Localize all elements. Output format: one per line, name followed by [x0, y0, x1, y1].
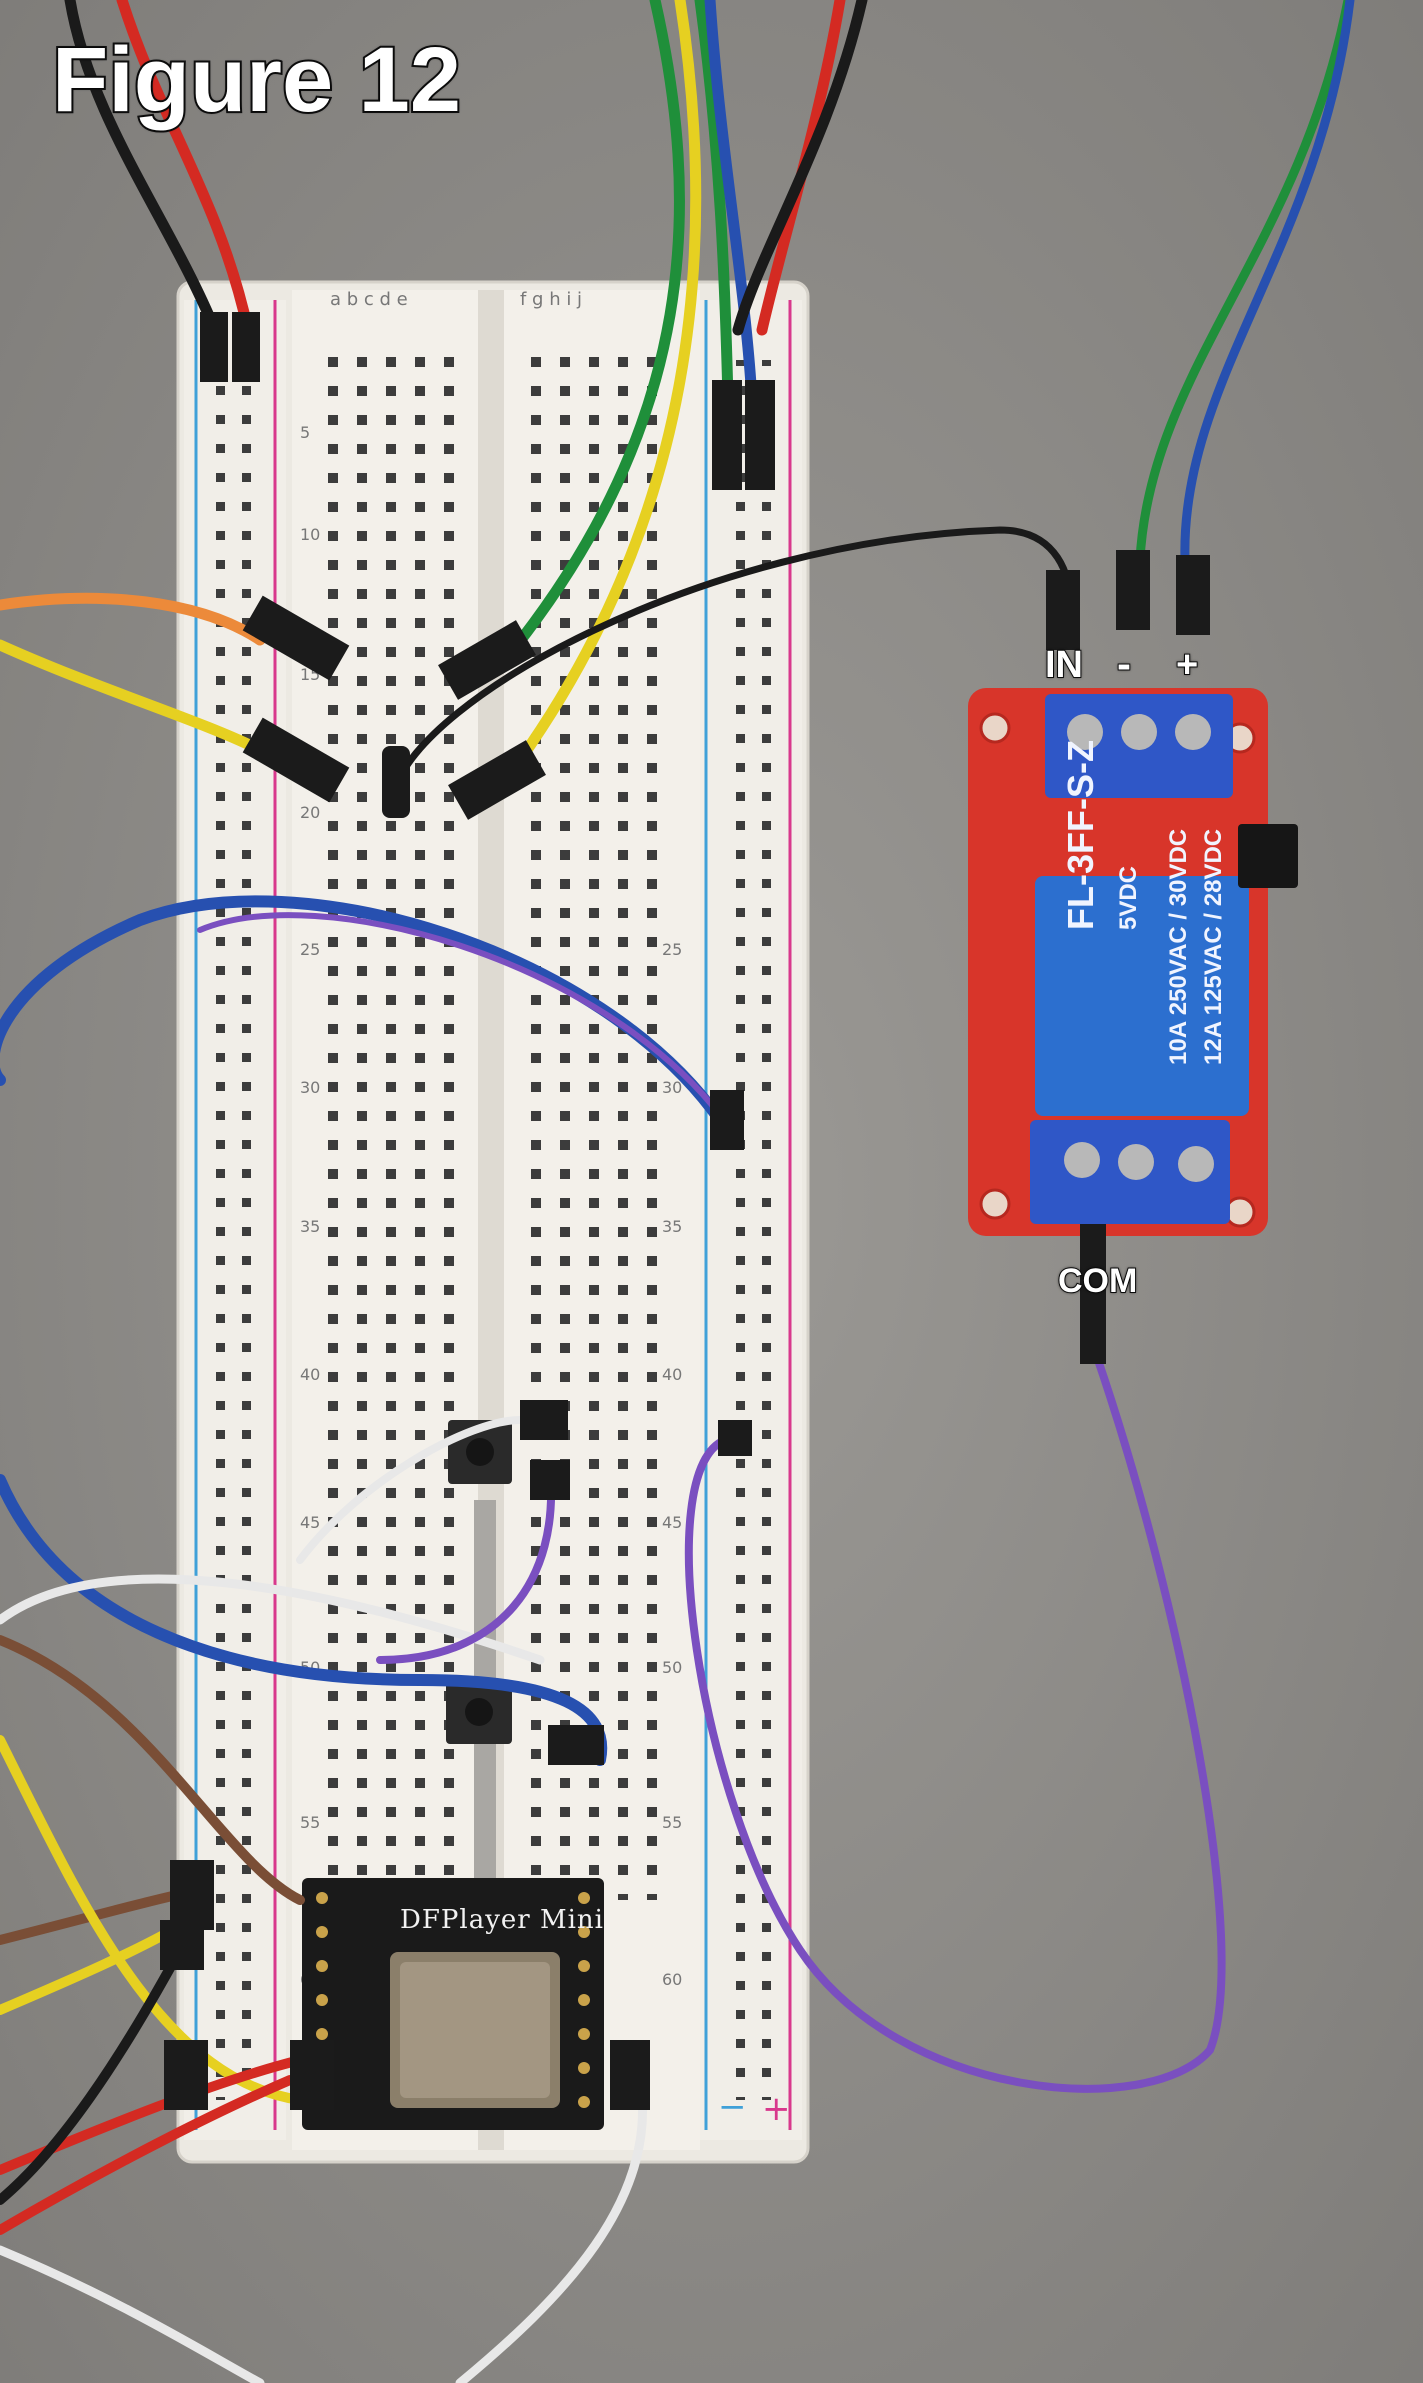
wire-yellow-top [514, 0, 702, 766]
relay-rating-line-2: 12A 125VAC / 28VDC [1200, 828, 1227, 1065]
row-number: 35 [662, 1217, 682, 1236]
relay-com-label: COM [1057, 1261, 1138, 1301]
wire-black-top-right [732, 0, 868, 336]
wire-blue-lower [0, 1474, 608, 1766]
wire-brown [0, 1635, 305, 1905]
connector-headers [160, 312, 1210, 2110]
row-number: 40 [662, 1365, 682, 1384]
row-number: 45 [300, 1513, 320, 1532]
wire-white-1 [0, 1574, 545, 1665]
wire-red-bottom-2 [0, 2075, 295, 2235]
column-letters-left: a b c d e [330, 289, 408, 310]
wire-red-top-left [116, 0, 254, 336]
wire-green-relay [1135, 0, 1353, 565]
row-number: 20 [300, 803, 320, 822]
wire-purple-com [684, 1356, 1226, 2093]
dfplayer-label: DFPlayer Mini [400, 1905, 604, 1935]
row-number: 45 [662, 1513, 682, 1532]
relay-in-label: IN [1044, 643, 1084, 687]
row-number: 35 [300, 1217, 320, 1236]
row-numbers-left: 5 10 15 20 25 30 35 40 45 50 55 60 [300, 423, 320, 1989]
svg-text:−: − [718, 2087, 747, 2127]
wire-orange-left [0, 592, 266, 646]
wire-white-2 [296, 1416, 524, 1564]
wire-black-in [391, 526, 1074, 794]
wire-green-top-2 [694, 0, 734, 406]
wire-blue-top [704, 0, 758, 406]
wire-yellow-left [0, 639, 266, 756]
wire-purple-loop [197, 912, 723, 1118]
row-number: 25 [662, 940, 682, 959]
svg-text:+: + [762, 2089, 791, 2129]
row-number: 60 [662, 1970, 682, 1989]
wire-white-bottom [455, 2075, 648, 2383]
relay-minus-label: - [1116, 639, 1132, 688]
wire-blue-relay [1180, 0, 1355, 565]
dfplayer-module [302, 1878, 604, 2130]
wire-white-bottom-2 [0, 2245, 265, 2383]
row-number: 30 [662, 1078, 682, 1097]
relay-part-number: FL-3FF-S-Z [1060, 740, 1101, 930]
row-number: 55 [300, 1813, 320, 1832]
row-number: 10 [300, 525, 320, 544]
wire-green-top [499, 0, 685, 666]
wire-yellow-lower [0, 1735, 305, 2105]
row-number: 40 [300, 1365, 320, 1384]
wire-purple-short [376, 1466, 555, 1664]
wire-black-bottom [0, 1945, 185, 2205]
figure-title: Figure 12 [50, 27, 463, 133]
relay-voltage: 5VDC [1115, 865, 1142, 930]
wires [0, 0, 1355, 2383]
row-numbers-right: 25 30 35 40 45 50 55 60 [662, 940, 682, 1989]
breadboard: − + [176, 280, 810, 2164]
column-letters-right: f g h i j [520, 289, 582, 310]
row-number: 55 [662, 1813, 682, 1832]
wire-black-top-left [64, 0, 221, 336]
relay-module [968, 688, 1298, 1236]
row-number: 50 [662, 1658, 682, 1677]
row-number: 5 [300, 423, 310, 442]
push-button-bottom [446, 1680, 512, 1744]
relay-rating-line-1: 10A 250VAC / 30VDC [1165, 828, 1192, 1065]
row-number: 30 [300, 1078, 320, 1097]
relay-plus-label: + [1175, 643, 1199, 687]
row-number: 25 [300, 940, 320, 959]
